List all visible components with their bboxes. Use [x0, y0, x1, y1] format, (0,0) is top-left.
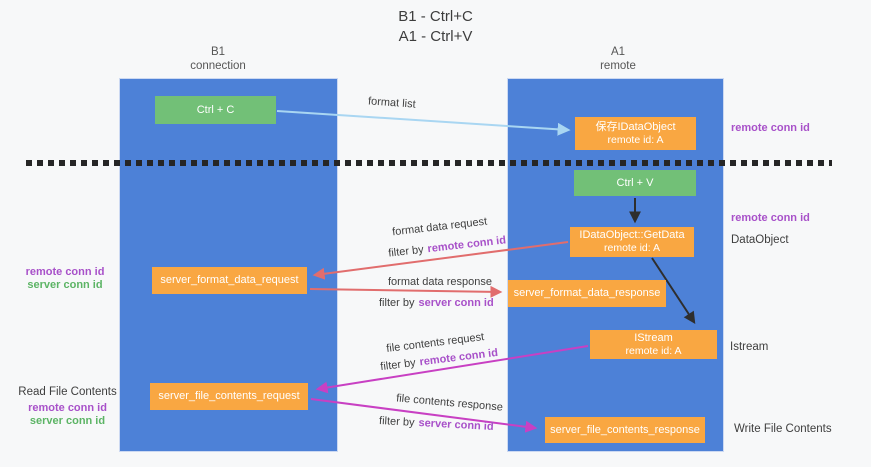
server-format-data-request-node: server_format_data_request: [152, 267, 307, 294]
lane-header-b1: B1 connection: [148, 45, 288, 73]
lane-b1-name: B1: [210, 46, 226, 58]
server-file-contents-request-label: server_file_contents_request: [158, 390, 300, 402]
server-format-data-response-label: server_format_data_response: [513, 287, 661, 299]
left-remote-conn-id-label-1: remote conn id: [25, 266, 105, 278]
left-conn-id-group-1: remote conn id server conn id: [15, 266, 115, 292]
server-conn-id-text: server conn id: [418, 297, 494, 309]
left-remote-conn-id-label-2: remote conn id: [28, 402, 107, 414]
server-file-contents-response-node: server_file_contents_response: [545, 417, 705, 443]
filter-by-text: filter by: [378, 415, 415, 429]
getdata-line1: IDataObject::GetData: [579, 229, 685, 241]
saved-dataobject-line2: remote id: A: [607, 133, 664, 146]
istream-line2: remote id: A: [625, 344, 682, 357]
getdata-node: IDataObject::GetData remote id: A: [570, 227, 694, 257]
right-dataobject-label: DataObject: [731, 234, 789, 246]
file-contents-response-arrow: [310, 398, 538, 433]
getdata-to-istream-arrow: [651, 257, 696, 325]
lane-a1-name: A1: [610, 46, 626, 58]
diagram-title: B1 - Ctrl+C A1 - Ctrl+V: [0, 7, 871, 47]
server-format-data-response-node: server_format_data_response: [508, 280, 666, 307]
title-line-1: B1 - Ctrl+C: [398, 8, 473, 25]
server-format-data-request-label: server_format_data_request: [160, 274, 299, 286]
left-server-conn-id-label-2: server conn id: [29, 415, 106, 427]
title-line-2: A1 - Ctrl+V: [398, 28, 473, 45]
right-write-file-contents-label: Write File Contents: [734, 423, 832, 435]
server-file-contents-request-node: server_file_contents_request: [150, 383, 308, 410]
lane-header-a1: A1 remote: [548, 45, 688, 73]
left-read-file-contents-label: Read File Contents: [18, 386, 117, 398]
format-list-arrow: [276, 110, 571, 136]
left-conn-id-group-2: Read File Contents remote conn id server…: [15, 386, 120, 428]
left-server-conn-id-label-1: server conn id: [27, 279, 103, 291]
right-istream-label: Istream: [730, 341, 769, 353]
ctrl-c-node: Ctrl + C: [155, 96, 276, 124]
format-data-response-arrow: [309, 285, 503, 298]
lane-b1-subtitle: connection: [190, 60, 246, 72]
ctrl-c-label: Ctrl + C: [196, 103, 235, 116]
saved-dataobject-node: 保存IDataObject remote id: A: [575, 117, 696, 150]
server-file-contents-response-label: server_file_contents_response: [550, 423, 700, 436]
format-data-response-annotation: format data response: [388, 276, 492, 288]
format-data-request-arrow: [312, 241, 569, 280]
ctrl-v-label: Ctrl + V: [616, 176, 654, 189]
file-contents-request-arrow: [315, 345, 589, 394]
right-remote-conn-id-label-1: remote conn id: [731, 122, 810, 134]
ctrl-v-node: Ctrl + V: [574, 170, 696, 196]
right-remote-conn-id-label-2: remote conn id: [731, 212, 810, 224]
istream-node: IStream remote id: A: [590, 330, 717, 359]
istream-line1: IStream: [634, 331, 673, 344]
filter-by-text: filter by: [379, 297, 415, 309]
getdata-line2: remote id: A: [603, 242, 661, 254]
lane-a1-subtitle: remote: [600, 60, 636, 72]
saved-dataobject-line1: 保存IDataObject: [595, 120, 676, 133]
